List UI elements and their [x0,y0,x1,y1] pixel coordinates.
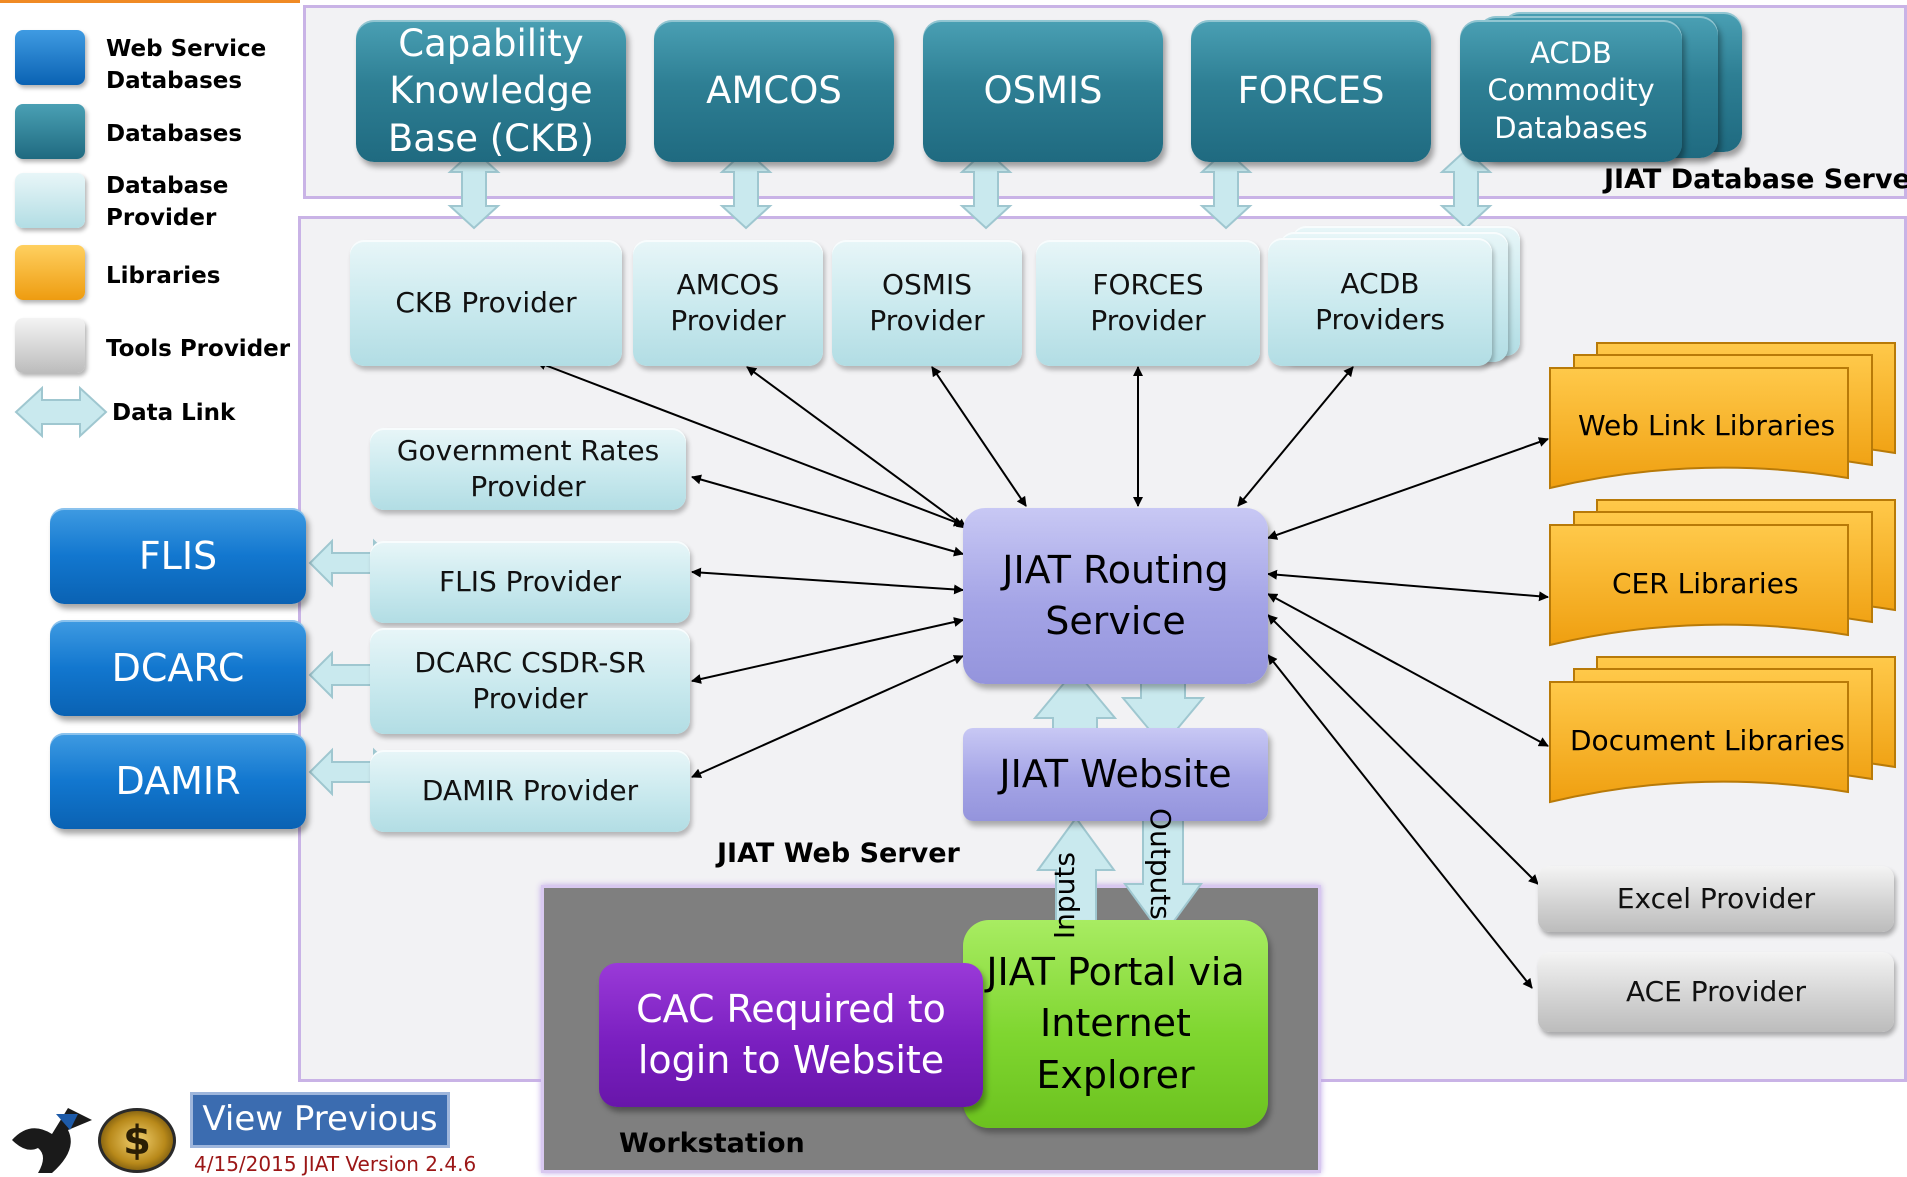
jiat-website: JIAT Website [963,728,1268,821]
web-link-libraries: Web Link Libraries [1578,409,1836,442]
top-accent-line [0,0,300,3]
data-link-forces [1199,148,1253,230]
damir-provider: DAMIR Provider [370,750,690,832]
cer-libraries: CER Libraries [1612,567,1799,600]
document-libraries: Document Libraries [1570,724,1845,757]
acdb-providers: ACDB Providers [1268,238,1492,366]
legend-data-link-icon [14,385,108,439]
link-damir-routing [691,655,964,778]
link-routing-document [1267,593,1549,747]
link-routing-cer [1267,569,1549,602]
legend-web-service-swatch [15,30,85,85]
outputs-label: Outputs [1144,808,1177,920]
flis-provider: FLIS Provider [370,541,690,623]
forces-database: FORCES [1191,20,1431,162]
acdb-database: ACDB Commodity Databases [1460,20,1682,162]
legend-tools-provider-swatch [15,318,85,373]
link-osmis-routing [931,366,1027,507]
link-routing-weblink [1267,437,1549,540]
damir-web-service: DAMIR [50,733,306,829]
data-link-osmis [959,148,1013,230]
inputs-label: Inputs [1048,852,1081,940]
legend-libraries-swatch [15,245,85,300]
legend-data-link-label: Data Link [112,400,236,426]
legend-databases-label: Databases [106,121,243,147]
jiat-portal: JIAT Portal via Internet Explorer [963,920,1268,1128]
link-govrates-routing [691,474,964,557]
eagle-logo [8,1100,94,1173]
osmis-database: OSMIS [923,20,1163,162]
gov-rates-provider: Government Rates Provider [370,428,686,510]
legend-libraries-label: Libraries [106,263,221,289]
ckb-provider: CKB Provider [350,240,622,366]
link-acdb-routing [1237,366,1354,507]
amcos-provider: AMCOS Provider [633,240,823,366]
data-link-ckb [447,148,501,230]
link-amcos-routing [746,366,967,529]
dcarc-web-service: DCARC [50,620,306,716]
legend-databases-swatch [15,104,85,159]
link-dcarc-routing [691,617,964,684]
workstation-label: Workstation [619,1128,805,1159]
link-flis-routing [691,567,964,595]
legend-database-provider-swatch [15,173,85,228]
version-text: 4/15/2015 JIAT Version 2.4.6 [194,1152,477,1176]
ace-provider: ACE Provider [1538,952,1894,1032]
legend-web-service-label: Web Service Databases [106,36,267,95]
data-link-amcos [719,148,773,230]
flis-web-service: FLIS [50,508,306,604]
web-server-label: JIAT Web Server [717,838,960,869]
legend-tools-provider-label: Tools Provider [106,336,291,362]
view-previous-button[interactable]: View Previous [190,1092,450,1148]
link-routing-ace [1267,654,1533,989]
database-server-label: JIAT Database Server [1604,164,1907,195]
ckb-database: Capability Knowledge Base (CKB) [356,20,626,162]
cac-required-box: CAC Required to login to Website [599,963,983,1107]
osmis-provider: OSMIS Provider [832,240,1022,366]
link-routing-excel [1267,614,1539,885]
dollar-seal-icon: $ [98,1108,176,1173]
legend-database-provider-label: Database Provider [106,173,229,232]
excel-provider: Excel Provider [1538,866,1894,932]
jiat-routing-service: JIAT Routing Service [963,508,1268,684]
dcarc-provider: DCARC CSDR-SR Provider [370,628,690,734]
forces-provider: FORCES Provider [1036,240,1260,366]
amcos-database: AMCOS [654,20,894,162]
